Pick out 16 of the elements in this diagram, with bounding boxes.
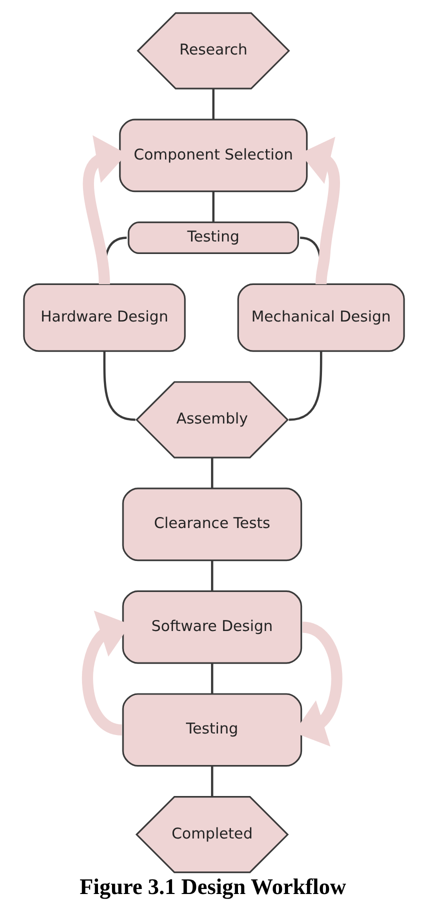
- node-box: Hardware Design: [23, 283, 186, 352]
- connector: [211, 560, 214, 592]
- connector: [103, 351, 136, 421]
- connector: [212, 191, 214, 222]
- connector: [288, 351, 322, 421]
- node-box: Mechanical Design: [237, 283, 405, 352]
- node-box: Software Design: [122, 590, 302, 664]
- connector: [211, 458, 214, 488]
- connector: [211, 663, 214, 694]
- caption: Figure 3.1 Design Workflow: [80, 874, 346, 899]
- node-box: Component Selection: [119, 118, 308, 192]
- connector: [212, 88, 214, 120]
- connector: [211, 766, 214, 797]
- node-box: Testing: [128, 221, 299, 254]
- node-box: Testing: [122, 693, 302, 767]
- node-box: Clearance Tests: [122, 488, 302, 562]
